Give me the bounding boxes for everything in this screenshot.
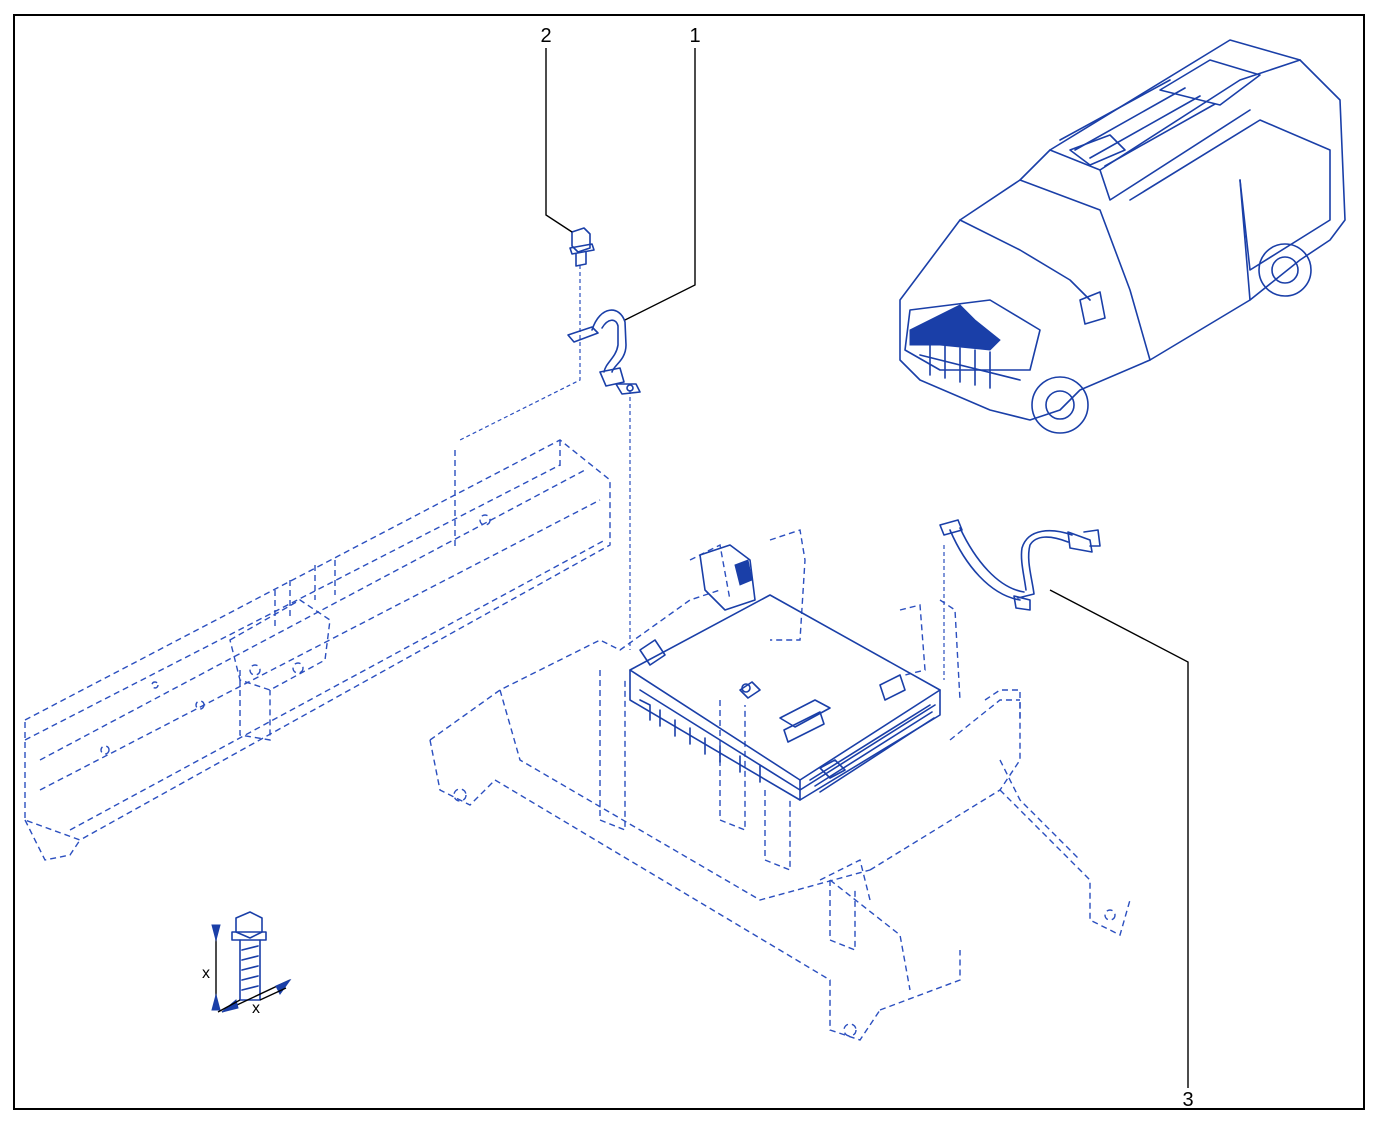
bolt-dimension-symbol xyxy=(211,911,292,1013)
electronic-unit xyxy=(629,544,941,801)
dimension-width-label: x xyxy=(252,1000,260,1017)
callout-2-label: 2 xyxy=(540,25,551,47)
van-illustration xyxy=(899,39,1346,434)
callout-1-label: 1 xyxy=(689,25,700,47)
assembly-guide-lines xyxy=(459,265,945,680)
ground-cable-part-3 xyxy=(939,519,1101,611)
dimension-height-label: x xyxy=(202,965,210,982)
flange-bolt-part-2 xyxy=(569,227,595,267)
callout-3-label: 3 xyxy=(1182,1089,1193,1111)
subframe-assembly xyxy=(429,529,1131,1041)
chassis-rail xyxy=(24,439,611,861)
diagram-frame xyxy=(13,14,1365,1110)
leader-lines xyxy=(545,48,1189,1088)
ground-cable-part-1 xyxy=(567,309,641,395)
